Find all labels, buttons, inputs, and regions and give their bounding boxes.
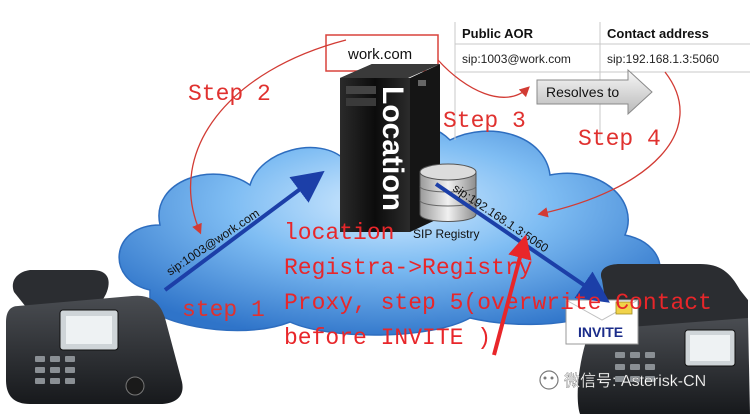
step-4-label: Step 4 (578, 126, 661, 152)
invite-envelope: INVITE (565, 299, 639, 345)
step-5-arrow (492, 234, 532, 356)
location-table: Public AOR Contact address sip:1003@work… (454, 22, 750, 140)
domain-label: work.com (347, 46, 412, 63)
annotation-block: location Registra->Registry Proxy, step … (284, 220, 712, 351)
step-3-curve (437, 59, 530, 98)
table-cell-contact-address: sip:192.168.1.3:5060 (607, 52, 719, 66)
wechat-icon (539, 370, 559, 390)
left-ip-phone (6, 270, 183, 404)
location-server: Location (340, 64, 440, 232)
watermark-text: 微信号: Asterisk-CN (564, 372, 706, 390)
step-3-label: Step 3 (443, 108, 526, 134)
table-header-contact-address: Contact address (607, 26, 709, 41)
annotation-line-3: Proxy, step 5(overwrite Contact (284, 290, 712, 316)
server-label: Location (376, 86, 409, 211)
step-curves (189, 39, 681, 235)
invite-label: INVITE (578, 324, 623, 340)
resolves-to-label: Resolves to (546, 84, 619, 100)
annotation-line-4: before INVITE ) (284, 325, 491, 351)
step-4-curve (537, 71, 681, 218)
registry-label: SIP Registry (413, 227, 479, 241)
annotation-line-1: location (284, 220, 394, 246)
watermark: 微信号: Asterisk-CN (539, 370, 706, 390)
step-2-curve (189, 39, 347, 235)
table-header-public-aor: Public AOR (462, 26, 534, 41)
annotation-line-2: Registra->Registry (284, 255, 533, 281)
table-cell-public-aor: sip:1003@work.com (462, 52, 571, 66)
sip-registry-database: SIP Registry (413, 163, 479, 241)
step-2-label: Step 2 (188, 81, 271, 107)
resolves-to-arrow: Resolves to (536, 68, 653, 116)
step-1-label: step 1 (182, 297, 265, 323)
